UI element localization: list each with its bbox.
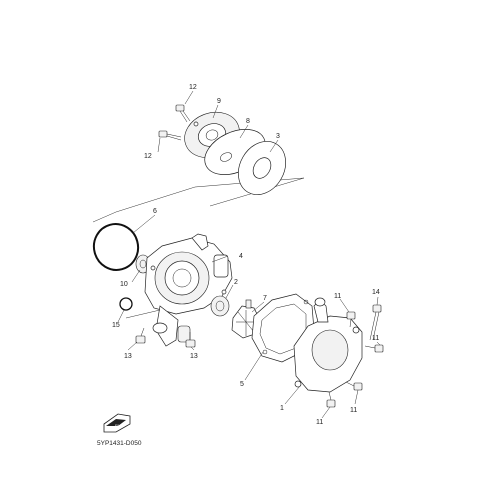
bolt-11-bottom <box>326 391 336 408</box>
callout-1: 1 <box>280 405 284 412</box>
callout-numbers: 12 9 8 3 12 6 4 10 2 7 15 13 13 5 1 11 1… <box>112 84 380 426</box>
diagram-code: 5YP1431-D050 <box>97 440 142 447</box>
callout-11-bottom: 11 <box>316 419 323 426</box>
forward-arrow-icon: FWD <box>103 413 131 433</box>
callout-3: 3 <box>276 133 280 140</box>
gasket-plate-3 <box>238 141 286 195</box>
callout-12-top: 12 <box>189 84 197 91</box>
bolt-12-upper <box>175 104 191 123</box>
leader-lines <box>117 90 381 419</box>
bearing-2 <box>210 295 230 317</box>
o-ring-6 <box>92 223 140 271</box>
callout-4: 4 <box>239 253 243 260</box>
pump-housing-4 <box>144 233 233 347</box>
callout-11-top: 11 <box>334 293 341 300</box>
bolt-13-left <box>135 327 146 344</box>
bolt-13-right <box>185 332 196 348</box>
callout-10: 10 <box>120 281 128 288</box>
callout-7: 7 <box>263 295 267 302</box>
callout-14: 14 <box>372 289 380 296</box>
callout-11-right: 11 <box>372 335 379 342</box>
callout-8: 8 <box>246 118 250 125</box>
callout-13-left: 13 <box>124 353 132 360</box>
callout-15: 15 <box>112 322 120 329</box>
callout-13-right: 13 <box>190 353 198 360</box>
bolt-11-top <box>346 311 356 328</box>
bolt-12-lower <box>158 130 182 141</box>
callout-6: 6 <box>153 208 157 215</box>
o-ring-15 <box>119 297 133 311</box>
bolt-11-lower-right <box>345 381 363 391</box>
callout-2: 2 <box>234 279 238 286</box>
pump-cover-1 <box>293 297 363 393</box>
callout-5: 5 <box>240 381 244 388</box>
callout-9: 9 <box>217 98 221 105</box>
callout-11-lower-right: 11 <box>350 407 357 414</box>
fwd-label: FWD <box>115 424 123 428</box>
callout-12-left: 12 <box>144 153 152 160</box>
bolt-11-right <box>364 344 384 353</box>
